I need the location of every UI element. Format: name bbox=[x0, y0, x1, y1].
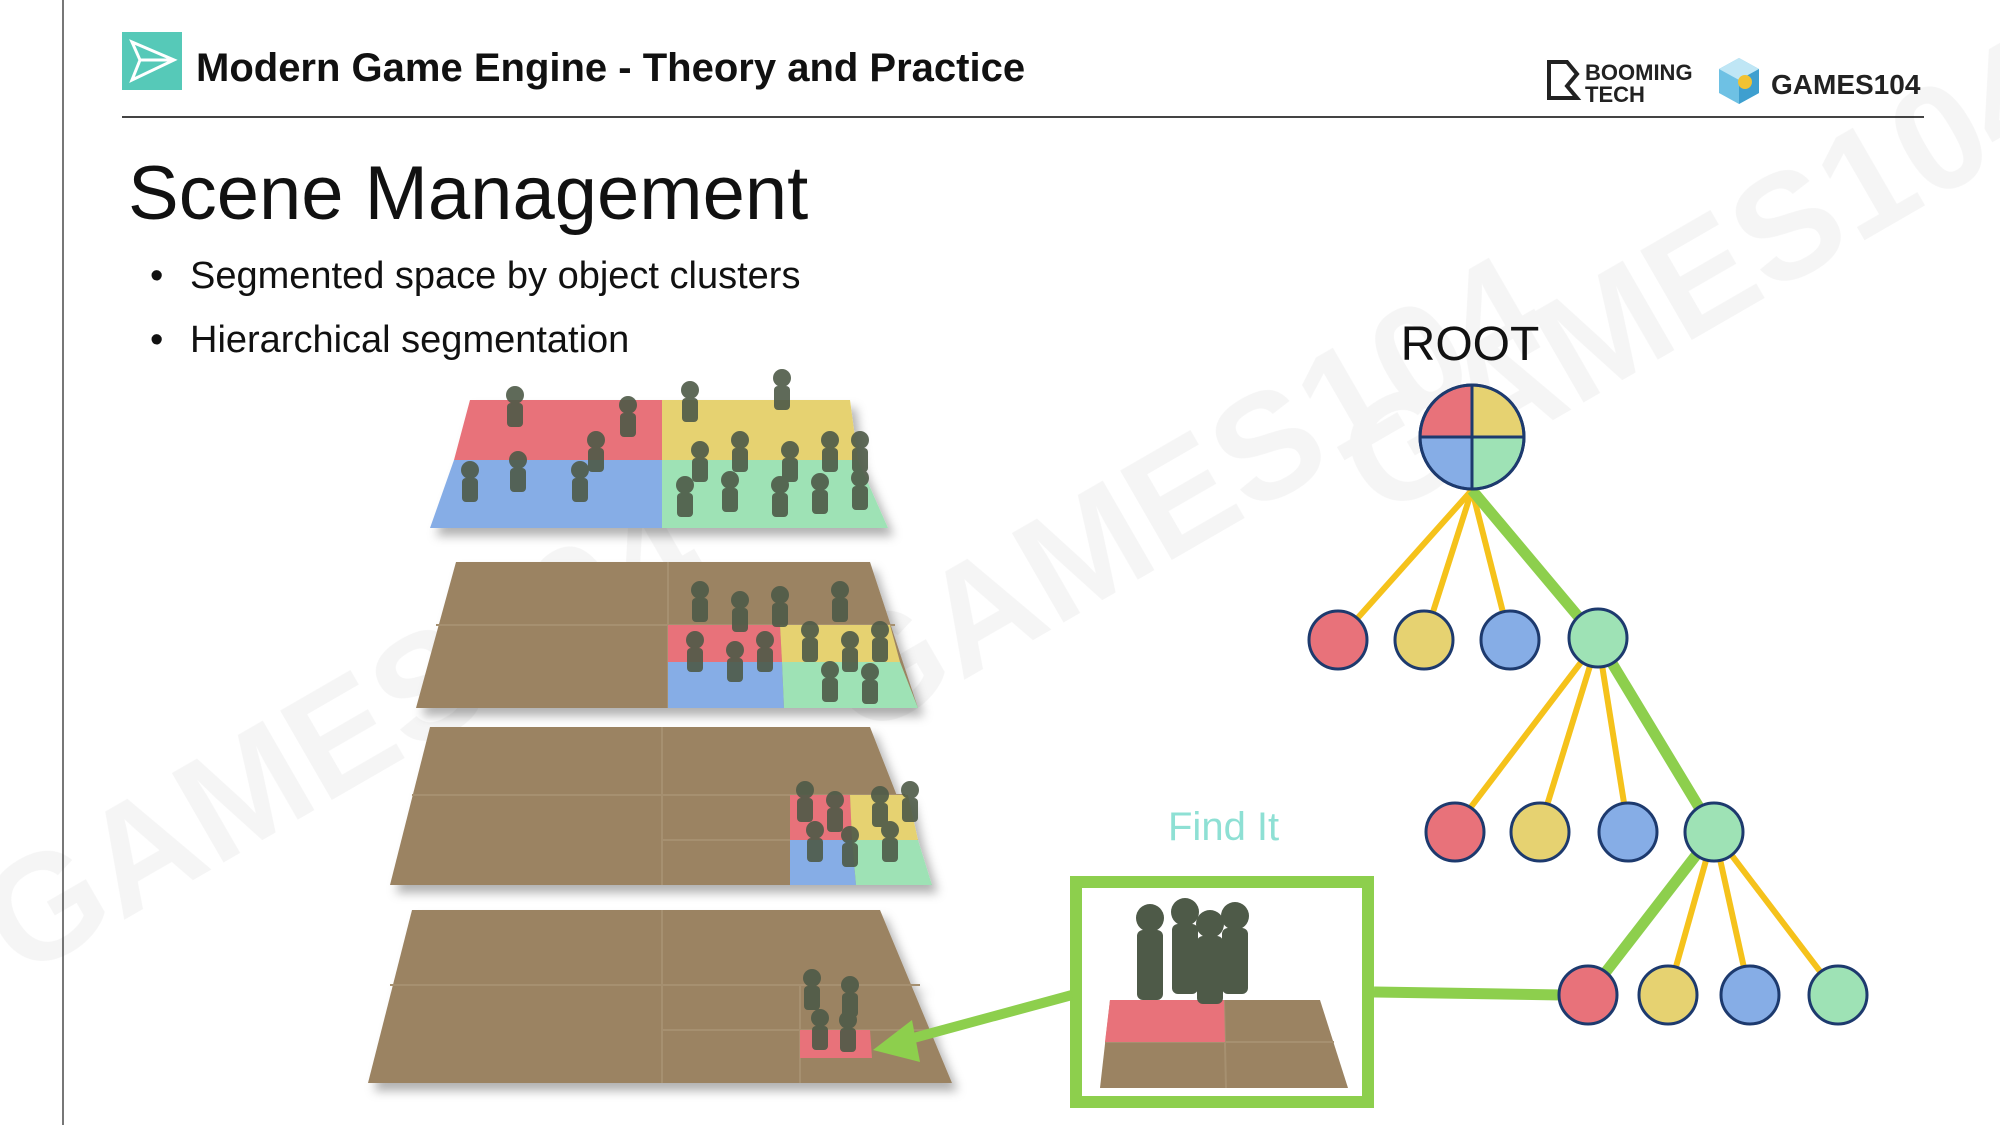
booming-tech-logo: BOOMING TECH bbox=[1545, 54, 1700, 110]
tree-node bbox=[1307, 609, 1369, 671]
tree-node bbox=[1807, 964, 1869, 1026]
bullet-list: •Segmented space by object clusters •Hie… bbox=[150, 250, 800, 378]
tree-level-3 bbox=[1557, 964, 1869, 1026]
tree-node bbox=[1597, 801, 1659, 863]
tree-node-found bbox=[1557, 964, 1619, 1026]
quadrant-red bbox=[800, 1030, 872, 1058]
games104-logo: GAMES104 bbox=[1715, 54, 1925, 110]
bullet-item: •Hierarchical segmentation bbox=[150, 319, 630, 361]
tree-node bbox=[1424, 801, 1486, 863]
tree-node bbox=[1637, 964, 1699, 1026]
tree-node bbox=[1683, 801, 1745, 863]
slide-title: Scene Management bbox=[128, 151, 809, 236]
logo-booming-line1: BOOMING bbox=[1585, 60, 1693, 85]
quadrant-green bbox=[852, 840, 932, 885]
logo-booming-line2: TECH bbox=[1585, 82, 1645, 107]
quadrant-red bbox=[454, 400, 662, 460]
bullet-item: •Segmented space by object clusters bbox=[150, 255, 801, 297]
soldier-cluster-layer-3 bbox=[796, 781, 919, 867]
bullet-text: Segmented space by object clusters bbox=[190, 255, 801, 297]
quadrant-blue bbox=[790, 840, 856, 885]
tree-root-node bbox=[1418, 383, 1526, 491]
soldier-cluster-layer-1 bbox=[461, 369, 869, 517]
soldier-cluster-layer-4 bbox=[803, 969, 859, 1052]
logo-games-text: GAMES104 bbox=[1771, 69, 1921, 100]
find-it-label: Find It bbox=[1168, 805, 1279, 849]
soldier-cluster-layer-2 bbox=[686, 581, 889, 704]
quadrant-yellow bbox=[662, 400, 858, 460]
tree-node bbox=[1393, 609, 1455, 671]
quadrant-blue bbox=[430, 460, 662, 528]
tree-level-1 bbox=[1307, 607, 1629, 671]
segmentation-layer-4 bbox=[368, 910, 952, 1083]
tree-node bbox=[1509, 801, 1571, 863]
tree-node bbox=[1567, 607, 1629, 669]
find-arrow bbox=[873, 990, 1074, 1062]
soldier-cluster-zoomed bbox=[1136, 898, 1249, 1004]
course-logo-icon bbox=[122, 32, 182, 90]
tree-level-2 bbox=[1424, 801, 1745, 863]
quadrant-green bbox=[782, 662, 918, 708]
left-margin-rule bbox=[62, 0, 64, 1125]
zoom-inset bbox=[1070, 876, 1374, 1108]
course-title: Modern Game Engine - Theory and Practice bbox=[196, 46, 1026, 90]
tree-highlight-path bbox=[1373, 486, 1719, 1001]
bullet-text: Hierarchical segmentation bbox=[190, 319, 630, 361]
arrow-head bbox=[873, 1020, 920, 1062]
tree-node bbox=[1719, 964, 1781, 1026]
tree-node bbox=[1479, 609, 1541, 671]
header-divider bbox=[122, 116, 1924, 118]
root-label: ROOT bbox=[1401, 318, 1540, 371]
tree-branches bbox=[1335, 488, 1841, 997]
quadrant-blue bbox=[668, 662, 784, 708]
